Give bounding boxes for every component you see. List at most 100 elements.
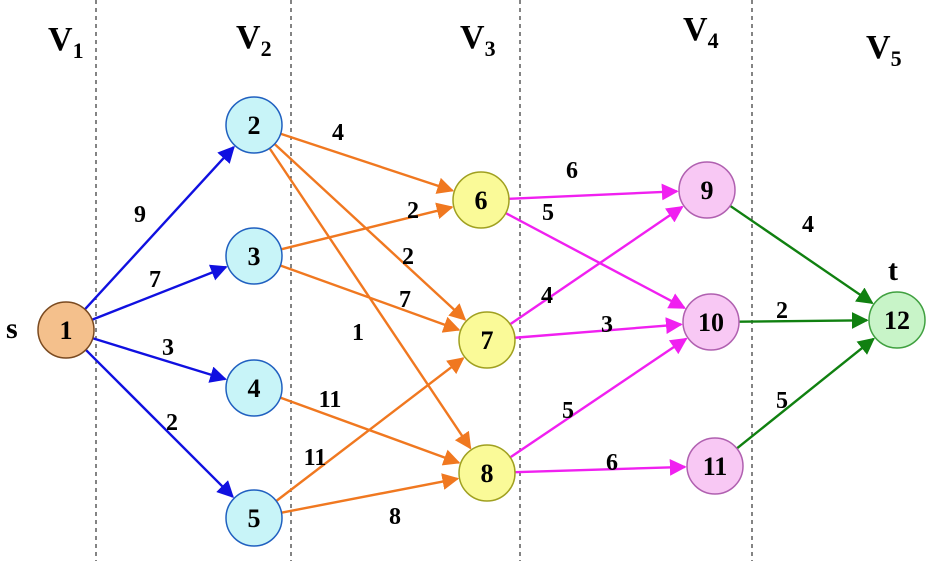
edge-weight-5-8: 8 [389, 504, 401, 530]
edge-weight-1-4: 3 [162, 335, 174, 361]
edge-weight-8-10: 5 [562, 398, 574, 424]
node-label: 9 [701, 176, 714, 205]
node-7: 7 [458, 311, 516, 369]
node-circle [225, 489, 283, 547]
node-circle [678, 161, 736, 219]
node-circle [225, 96, 283, 154]
node-label: 1 [60, 316, 73, 345]
layer-label-sub: 4 [708, 28, 719, 53]
edge-weight-3-6: 2 [407, 198, 419, 224]
layer-dividers [95, 0, 753, 561]
edges [84, 132, 875, 514]
node-label: 10 [698, 308, 724, 337]
edge-weight-10-12: 2 [776, 298, 788, 324]
edge-10-12 [738, 312, 869, 329]
layer-label-v1: V1 [48, 21, 84, 63]
edge-11-12 [736, 337, 875, 450]
layer-label-sub: 2 [261, 36, 272, 61]
edge-6-10 [505, 212, 686, 310]
node-label: 11 [703, 452, 728, 481]
edge-5-7 [275, 357, 465, 502]
node-4: 4 [225, 359, 283, 417]
edge-3-6 [280, 202, 454, 251]
node-2: 2 [225, 96, 283, 154]
sink-label: t [888, 254, 898, 287]
edge-weight-7-10: 3 [601, 312, 613, 338]
node-circle [458, 444, 516, 502]
edge-weight-3-7: 7 [399, 287, 411, 313]
edge-weight-6-10: 5 [542, 200, 554, 226]
edge-9-12 [729, 204, 874, 305]
edge-1-3 [91, 264, 228, 321]
edge-7-10 [514, 317, 683, 339]
node-label: 7 [481, 326, 494, 355]
node-label: 3 [248, 242, 261, 271]
edge-1-4 [92, 337, 227, 383]
source-label: s [6, 312, 18, 345]
edge-weight-2-7: 2 [402, 244, 414, 270]
node-circle [452, 171, 510, 229]
node-circle [682, 293, 740, 351]
node-3: 3 [225, 227, 283, 285]
layer-label-main: V [48, 21, 73, 58]
edge-2-6 [280, 132, 455, 194]
edge-3-7 [279, 264, 461, 333]
layer-label-main: V [460, 19, 485, 56]
edge-weight-1-5: 2 [166, 410, 178, 436]
node-6: 6 [452, 171, 510, 229]
node-8: 8 [458, 444, 516, 502]
edge-weight-1-3: 7 [149, 267, 161, 293]
edge-weight-6-9: 6 [566, 158, 578, 184]
edge-6-9 [508, 183, 679, 201]
node-label: 2 [248, 111, 261, 140]
edge-8-11 [514, 458, 687, 476]
node-circle [225, 227, 283, 285]
layer-label-sub: 3 [485, 36, 496, 61]
edge-weight-7-9: 4 [541, 283, 553, 309]
edge-7-9 [509, 205, 684, 326]
layer-label-v2: V2 [236, 19, 272, 61]
edge-weight-8-11: 6 [606, 450, 618, 476]
node-5: 5 [225, 489, 283, 547]
node-10: 10 [682, 293, 740, 351]
layer-label-sub: 5 [891, 46, 902, 71]
edge-5-8 [281, 473, 460, 514]
edge-weight-2-8: 1 [352, 320, 364, 346]
edge-weight-1-2: 9 [134, 202, 146, 228]
edge-weight-9-12: 4 [802, 212, 814, 238]
node-9: 9 [678, 161, 736, 219]
node-12: 12 [868, 291, 926, 349]
node-circle [868, 291, 926, 349]
layer-label-sub: 1 [73, 38, 84, 63]
node-label: 5 [248, 504, 261, 533]
layer-label-main: V [866, 29, 891, 66]
edge-1-5 [84, 348, 234, 498]
edge-weight-2-6: 4 [332, 120, 344, 146]
node-label: 8 [481, 459, 494, 488]
edge-weight-11-12: 5 [776, 388, 788, 414]
edge-weight-5-7: 11 [304, 445, 327, 471]
node-1: 1 [37, 301, 95, 359]
layer-label-v3: V3 [460, 19, 496, 61]
layer-label-v4: V4 [683, 11, 719, 53]
edge-8-10 [509, 337, 688, 459]
layer-label-v5: V5 [866, 29, 902, 71]
edge-weight-4-8: 11 [319, 387, 342, 413]
node-label: 12 [884, 306, 910, 335]
node-11: 11 [686, 437, 744, 495]
node-label: 4 [248, 374, 261, 403]
node-circle [458, 311, 516, 369]
node-circle [37, 301, 95, 359]
edge-1-2 [84, 145, 235, 311]
edge-2-7 [273, 143, 467, 321]
node-circle [225, 359, 283, 417]
layer-label-main: V [683, 11, 708, 48]
layer-label-main: V [236, 19, 261, 56]
node-label: 6 [475, 186, 488, 215]
node-circle [686, 437, 744, 495]
